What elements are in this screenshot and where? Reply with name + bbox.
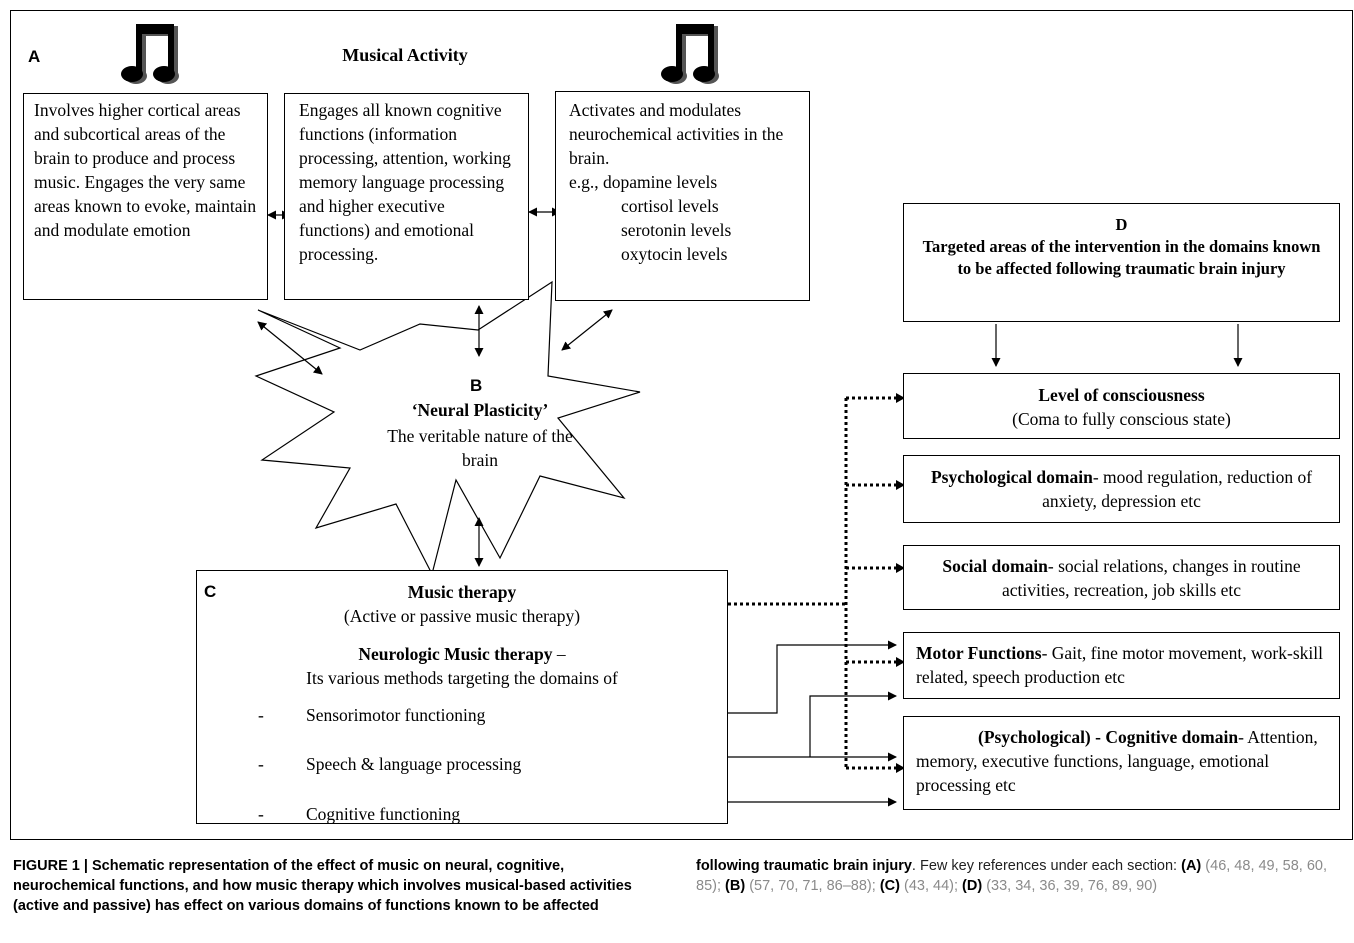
domain-title: Level of consciousness (1038, 385, 1205, 405)
cognitive-domain-box: (Psychological) - Cognitive domain- Atte… (903, 716, 1340, 810)
ref-c: (43, 44); (903, 878, 958, 894)
ref-b-label: (B) (725, 878, 746, 894)
list-bullet: - (258, 705, 264, 725)
domain-text: - mood regulation, reduction of anxiety,… (1042, 467, 1313, 511)
music-therapy-subtitle: (Active or passive music therapy) (343, 606, 581, 626)
arrow-box1-star (257, 321, 323, 375)
ref-c-label: (C) (879, 878, 900, 894)
neurochemical-eg: e.g., dopamine levels (569, 172, 718, 192)
list-item: - Sensorimotor functioning (258, 703, 485, 727)
list-item-text: Speech & language processing (306, 754, 522, 774)
neurochemical-box: Activates and modulates neurochemical ac… (555, 91, 810, 301)
ref-a-label: (A) (1181, 858, 1202, 874)
nmt-description: Its various methods targeting the domain… (306, 668, 618, 688)
panel-b-letter: B (470, 376, 483, 395)
psychological-domain-box: Psychological domain- mood regulation, r… (903, 455, 1340, 523)
arrow-box3-star (561, 309, 613, 351)
domain-title: Psychological domain (930, 467, 1093, 487)
ref-a: (46, 48, 49, 58, 60, 85); (696, 858, 1328, 894)
panel-d-letter: D (1115, 215, 1128, 234)
music-therapy-box (196, 570, 728, 824)
domain-title: (Psychological) - Cognitive domain (978, 727, 1239, 747)
music-therapy-title: Music therapy (407, 582, 517, 602)
neurochemical-item: cortisol levels (621, 196, 719, 216)
figure-caption: FIGURE 1 | Schematic representation of t… (13, 856, 1343, 916)
cognitive-functions-box: Engages all known cognitive functions (i… (284, 93, 529, 300)
dotted-arrowheads (896, 393, 905, 773)
list-bullet: - (258, 804, 264, 824)
list-item-text: Cognitive functioning (306, 804, 461, 824)
neurochemical-text: Activates and modulates neurochemical ac… (569, 100, 784, 168)
domain-text: - Attention, memory, executive functions… (916, 727, 1318, 795)
list-item: - Speech & language processing (258, 752, 521, 776)
targeted-areas-box: D Targeted areas of the intervention in … (903, 203, 1340, 322)
consciousness-domain-box: Level of consciousness (Coma to fully co… (903, 373, 1340, 439)
music-therapy-heading: Music therapy (Active or passive music t… (196, 580, 728, 690)
ref-d: (33, 34, 36, 39, 76, 89, 90) (986, 878, 1158, 894)
targeted-areas-title: Targeted areas of the intervention in th… (922, 237, 1321, 278)
caption-text: . Few key references under each section: (911, 858, 1182, 874)
neurochemical-item: oxytocin levels (621, 244, 728, 264)
brain-areas-box: Involves higher cortical areas and subco… (23, 93, 268, 300)
neural-plasticity-subtitle: The veritable nature of the brain (387, 426, 573, 470)
nmt-dash: – (552, 644, 566, 664)
panel-c-letter: C (204, 582, 217, 601)
dotted-connectors (728, 396, 896, 770)
connector-speech-motor (809, 691, 897, 757)
motor-domain-box: Motor Functions- Gait, fine motor moveme… (903, 632, 1340, 699)
panel-a-letter: A (28, 47, 41, 66)
domain-title: Motor Functions (916, 643, 1042, 663)
domain-text: - Gait, fine motor movement, work-skill … (916, 643, 1323, 687)
ref-d-label: (D) (962, 878, 983, 894)
caption-title: FIGURE 1 | Schematic representation of t… (13, 858, 912, 914)
list-item-text: Sensorimotor functioning (306, 705, 486, 725)
nmt-title: Neurologic Music therapy (358, 644, 553, 664)
list-bullet: - (258, 754, 264, 774)
musical-activity-title: Musical Activity (342, 45, 468, 65)
domain-text: - social relations, changes in routine a… (1001, 556, 1301, 600)
domain-title: Social domain (942, 556, 1048, 576)
neural-plasticity-star (254, 280, 641, 576)
brain-areas-text: Involves higher cortical areas and subco… (34, 100, 257, 240)
domain-text: (Coma to fully conscious state) (1012, 409, 1231, 429)
connector-sensorimotor-motor (728, 640, 897, 714)
list-item: - Cognitive functioning (258, 802, 460, 826)
figure-frame (10, 10, 1353, 840)
neural-plasticity-title: ‘Neural Plasticity’ (411, 400, 549, 420)
cognitive-functions-text: Engages all known cognitive functions (i… (299, 100, 511, 264)
music-note-icon (121, 24, 179, 84)
social-domain-box: Social domain- social relations, changes… (903, 545, 1340, 610)
music-note-icon (661, 24, 719, 84)
neurochemical-item: serotonin levels (621, 220, 732, 240)
ref-b: (57, 70, 71, 86–88); (749, 878, 876, 894)
